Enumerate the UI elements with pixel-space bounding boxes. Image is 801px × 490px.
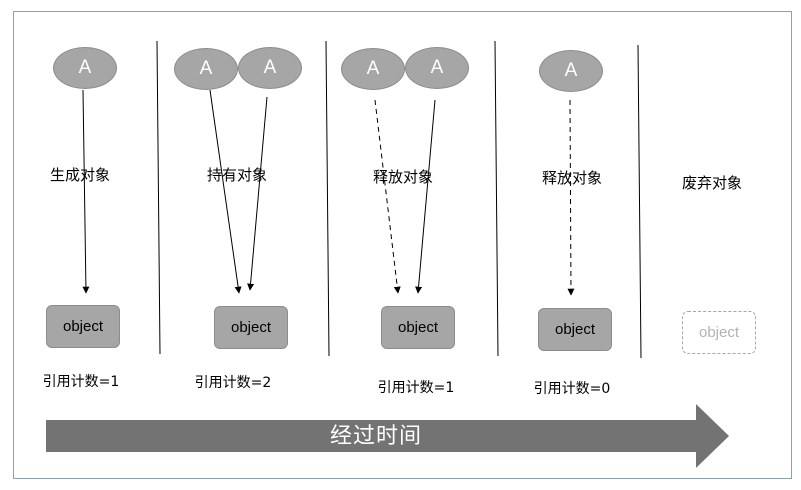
reference-holder-label: A: [78, 57, 92, 78]
diagram-frame: [13, 11, 792, 479]
reference-link: [247, 96, 268, 291]
reference-count: 引用计数=2: [194, 375, 272, 391]
object-box: object: [538, 308, 612, 351]
stage-divider: [325, 40, 330, 357]
reference-link: [209, 89, 242, 294]
object-box: object: [381, 306, 455, 349]
reference-holder-a: A: [174, 48, 238, 90]
reference-holder-a: A: [53, 47, 117, 89]
object-label: object: [230, 319, 272, 336]
reference-count: 引用计数=0: [533, 381, 611, 397]
reference-holder-a: A: [539, 50, 603, 92]
reference-link: [82, 89, 90, 294]
stage-label: 废弃对象: [681, 174, 743, 192]
reference-holder-a: A: [238, 47, 302, 89]
discarded-object-box: object: [682, 311, 756, 354]
released-reference-link: [567, 99, 575, 296]
stage-label: 生成对象: [49, 166, 111, 184]
reference-holder-a: A: [405, 47, 469, 89]
object-box: object: [46, 305, 120, 348]
reference-holder-a: A: [341, 48, 405, 90]
reference-count: 引用计数=1: [377, 380, 455, 396]
object-label: object: [397, 319, 439, 336]
stage-label: 释放对象: [372, 168, 434, 186]
timeline-arrow: [46, 404, 729, 468]
stage-divider: [637, 44, 642, 359]
reference-holder-label: A: [430, 57, 444, 78]
object-box: object: [214, 306, 288, 349]
stage-divider: [156, 40, 161, 355]
stage-label: 释放对象: [541, 169, 603, 187]
reference-holder-label: A: [199, 58, 213, 79]
object-label: object: [554, 321, 596, 338]
timeline-label: 经过时间: [330, 424, 423, 449]
object-label: object: [62, 318, 104, 335]
reference-holder-label: A: [366, 58, 380, 79]
stage-label: 持有对象: [206, 166, 268, 184]
reference-holder-label: A: [263, 57, 277, 78]
reference-link: [415, 99, 436, 294]
reference-count: 引用计数=1: [42, 374, 120, 390]
object-label: object: [698, 324, 740, 341]
released-reference-link: [374, 99, 401, 294]
stage-divider: [494, 40, 499, 357]
reference-holder-label: A: [564, 60, 578, 81]
